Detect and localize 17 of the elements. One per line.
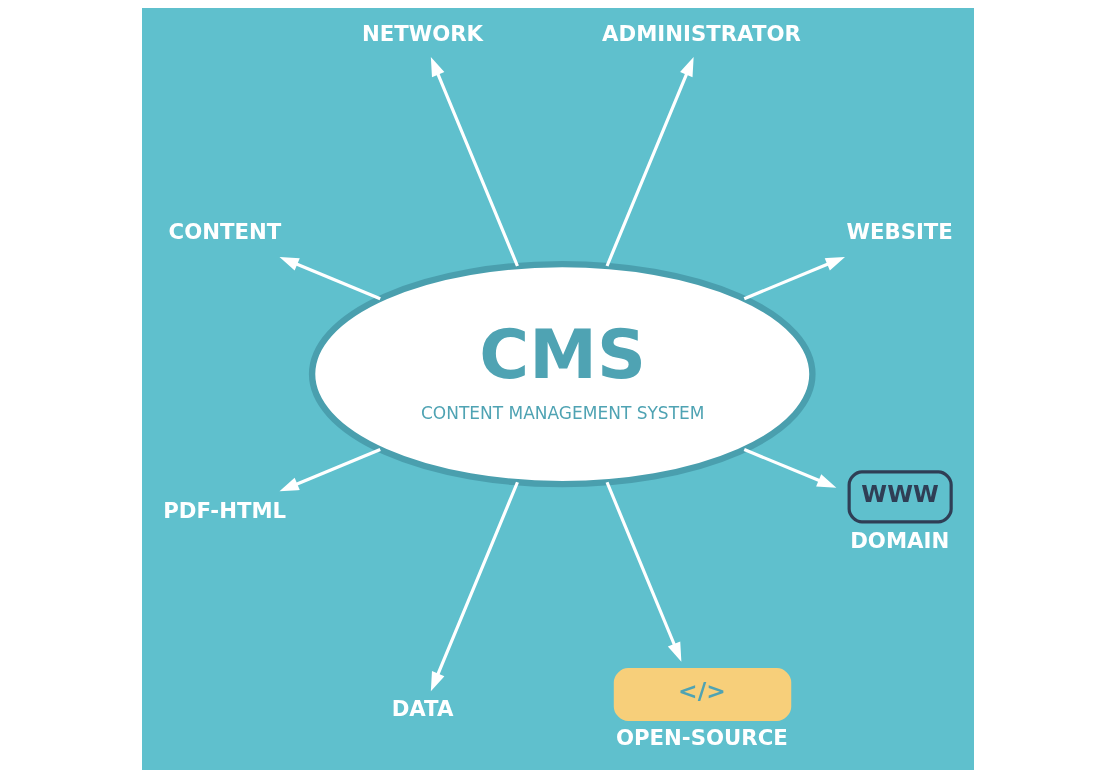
node-text: NETWORK — [361, 21, 484, 47]
arrow — [605, 56, 694, 267]
arrow — [605, 481, 682, 662]
arrow — [430, 481, 519, 692]
node-text: ADMINISTRATOR — [602, 21, 801, 47]
node-text: CONTENT — [168, 218, 282, 244]
arrow — [279, 257, 381, 301]
arrow — [743, 257, 845, 301]
arrow — [743, 448, 837, 488]
arrow — [279, 448, 381, 492]
node-ellipse: CMS CONTENT MANAGEMENT SYSTEM — [308, 261, 816, 488]
node-text: PDF-HTML — [163, 498, 287, 524]
node-text: WEBSITE — [846, 218, 953, 244]
arrow — [430, 56, 519, 267]
node-text: DATA — [391, 695, 454, 721]
node-label: DOMAIN — [850, 527, 950, 553]
node-label: OPEN-SOURCE — [615, 725, 788, 751]
